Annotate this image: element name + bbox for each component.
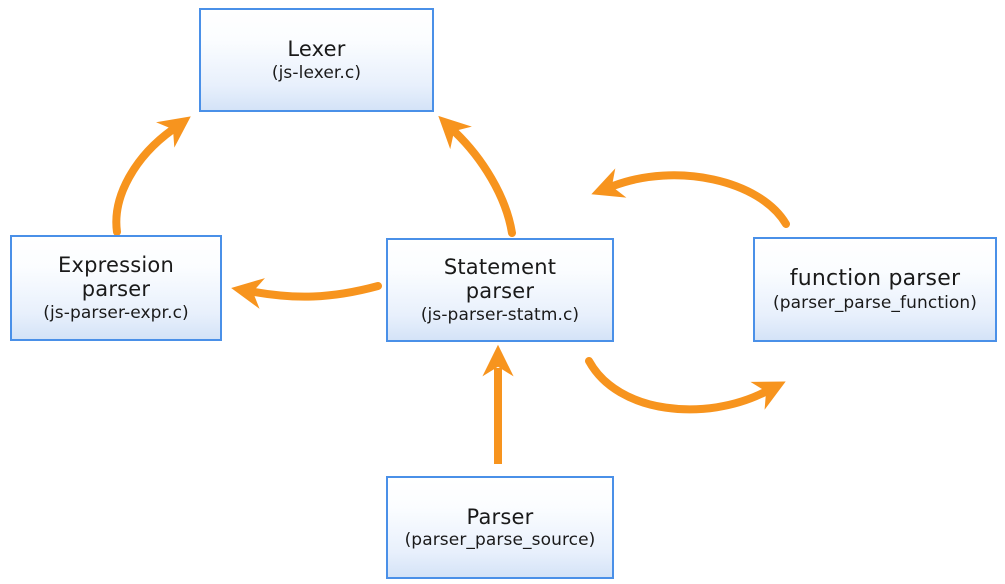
node-parser-title: Parser (466, 504, 534, 529)
node-expression-parser-subtitle: (js-parser-expr.c) (43, 303, 189, 324)
node-expression-parser[interactable]: Expression parser (js-parser-expr.c) (10, 235, 222, 341)
node-statement-parser[interactable]: Statement parser (js-parser-statm.c) (386, 238, 614, 342)
node-statement-parser-title: Statement parser (443, 254, 557, 304)
node-function-parser-title: function parser (789, 266, 961, 291)
arrow-statement-parser-to-expression-parser (231, 278, 382, 309)
arrow-expression-parser-to-lexer (112, 116, 191, 236)
arrow-statement-parser-to-lexer (438, 115, 516, 237)
node-expression-parser-title: Expression parser (58, 252, 174, 302)
node-function-parser[interactable]: function parser (parser_parse_function) (753, 237, 997, 342)
arrow-statement-parser-to-function-parser (585, 357, 786, 414)
arrow-function-parser-to-statement-parser (591, 168, 790, 228)
node-parser[interactable]: Parser (parser_parse_source) (386, 476, 614, 579)
node-statement-parser-subtitle: (js-parser-statm.c) (420, 305, 580, 326)
node-parser-subtitle: (parser_parse_source) (404, 530, 596, 551)
node-function-parser-subtitle: (parser_parse_function) (772, 292, 978, 313)
node-lexer[interactable]: Lexer (js-lexer.c) (199, 8, 434, 112)
node-lexer-subtitle: (js-lexer.c) (271, 62, 362, 83)
node-lexer-title: Lexer (287, 37, 346, 62)
